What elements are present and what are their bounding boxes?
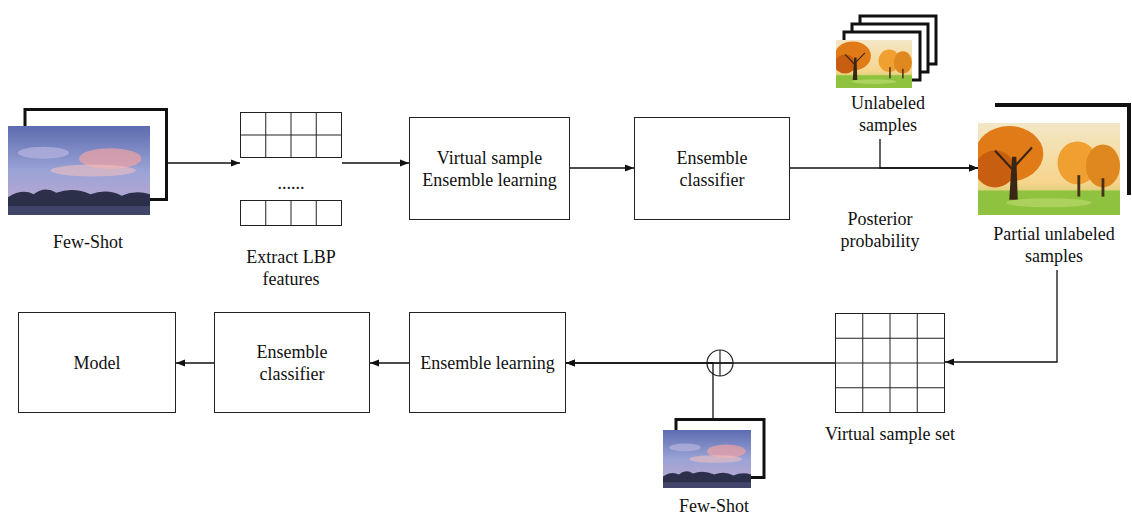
edge-label-block: Posterior probability	[825, 208, 935, 252]
caption-text: Extract LBP features	[226, 246, 356, 290]
arrow-connector	[880, 139, 978, 168]
caption-block: Few-Shot	[659, 495, 769, 517]
box-label: Ensemble learning	[420, 352, 554, 374]
ellipsis-mark: ......	[240, 172, 342, 194]
box-label: Ensemble classifier	[645, 147, 779, 191]
process-box: Model	[18, 312, 176, 413]
edge-label: Posterior probability	[825, 208, 935, 252]
feature-grid: Virtual sample set	[835, 313, 945, 413]
image-stack: Few-Shot	[8, 108, 168, 215]
arrow-connector	[342, 162, 409, 163]
arrow-connector	[945, 270, 1057, 362]
image-frame: Partial unlabeled samples	[978, 103, 1130, 215]
arrow-connector	[370, 362, 409, 363]
caption-text: Partial unlabeled samples	[974, 223, 1132, 267]
process-box: Ensemble classifier	[634, 117, 790, 220]
image-stack: Unlabeled samples	[836, 8, 940, 90]
arrow-connector	[566, 363, 713, 418]
arrow-connector	[168, 162, 240, 163]
caption-block: Extract LBP features	[226, 246, 356, 290]
inner-text-block: ......	[240, 172, 342, 194]
arrow-connector	[570, 167, 634, 168]
box-label: Virtual sample Ensemble learning	[420, 147, 559, 191]
caption-block: Unlabeled samples	[833, 92, 943, 136]
caption-text: Unlabeled samples	[833, 92, 943, 136]
caption-text: Few-Shot	[28, 231, 148, 253]
image-stack: Few-Shot	[663, 418, 765, 490]
caption-text: Few-Shot	[659, 495, 769, 517]
process-box: Virtual sample Ensemble learning	[409, 117, 570, 220]
arrow-connector	[176, 362, 214, 363]
caption-block: Partial unlabeled samples	[974, 223, 1132, 267]
caption-block: Few-Shot	[28, 231, 148, 253]
caption-text: Virtual sample set	[825, 423, 955, 445]
box-label: Ensemble classifier	[225, 341, 359, 385]
caption-block: Virtual sample set	[825, 423, 955, 445]
box-label: Model	[74, 352, 121, 374]
process-box: Ensemble classifier	[214, 312, 370, 413]
feature-grid: ......Extract LBP features	[240, 112, 342, 226]
process-box: Ensemble learning	[409, 312, 566, 413]
